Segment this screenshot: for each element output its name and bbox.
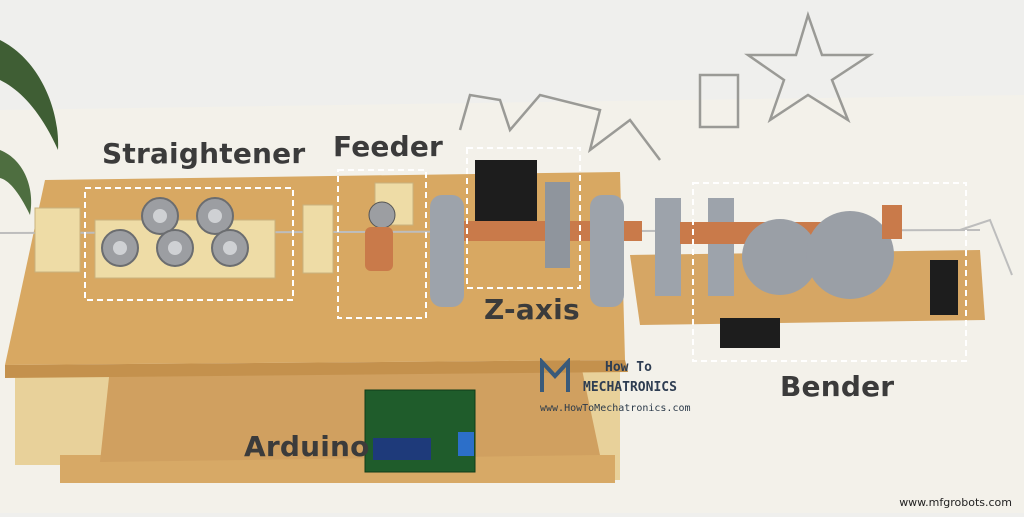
wire-shapes	[458, 10, 875, 161]
logo-icon	[540, 358, 570, 392]
arduino-board	[364, 389, 476, 473]
zaxis-assembly	[430, 160, 642, 307]
label-straightener: Straightener	[102, 137, 306, 170]
plant-leaves	[0, 40, 59, 215]
straightener-assembly	[34, 197, 276, 279]
label-feeder: Feeder	[333, 130, 444, 163]
credit-text: www.mfgrobots.com	[899, 496, 1012, 509]
dashed-boxes	[84, 147, 967, 362]
feeder-assembly	[302, 182, 414, 274]
main-board-edge	[5, 360, 628, 378]
label-zaxis: Z-axis	[484, 293, 580, 326]
bender-assembly	[655, 198, 958, 348]
watermark-url: www.HowToMechatronics.com	[540, 403, 691, 414]
watermark-line2: MECHATRONICS	[583, 380, 677, 395]
watermark-line1: How To	[605, 360, 652, 375]
label-bender: Bender	[780, 370, 895, 403]
label-arduino: Arduino	[244, 430, 370, 463]
